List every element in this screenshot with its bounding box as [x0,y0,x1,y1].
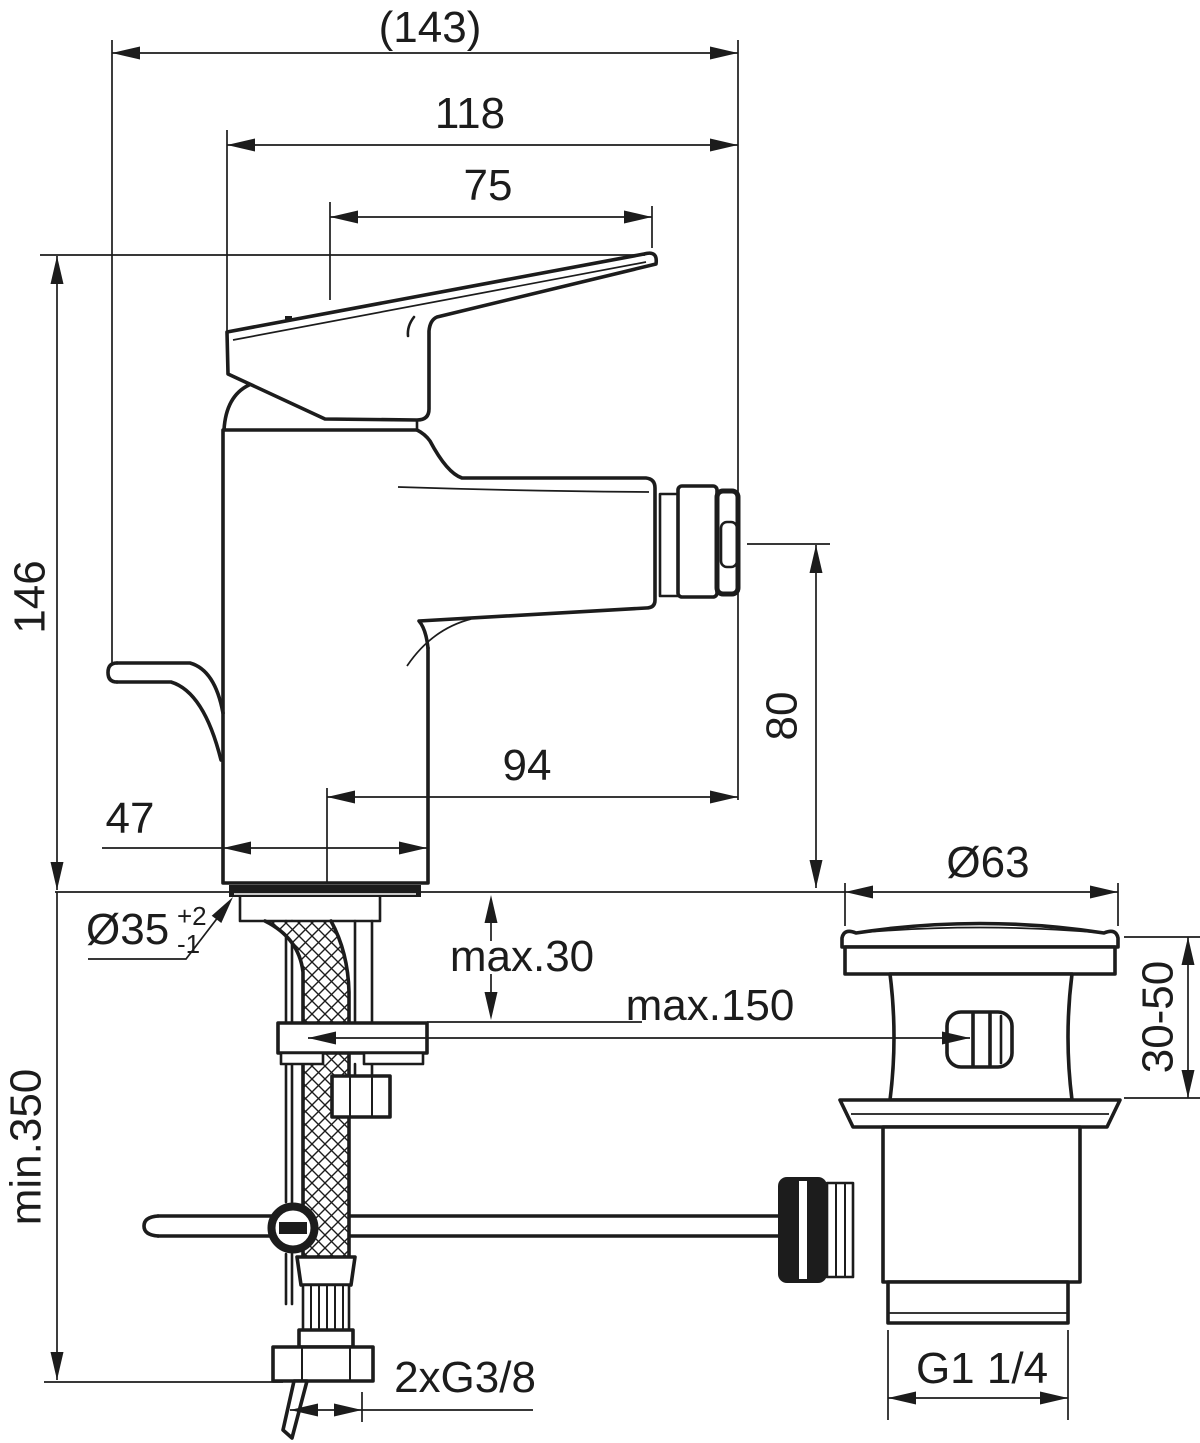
dim-spout-height-label: 80 [758,692,807,741]
dim-spout-reach: 94 [326,741,738,883]
pivot-screw [267,1202,319,1254]
hose-end-fitting [271,1255,375,1440]
dim-rod-reach-label: max.150 [626,981,795,1030]
mixer-handle [222,251,659,432]
dim-spout-height: 80 [747,543,830,888]
supply-hose-braided [263,919,351,1260]
drain-plug-cap [840,921,1120,976]
pop-up-knob-hook [106,661,225,762]
dim-handle-length: 75 [329,161,653,300]
hose-nut [271,1345,375,1383]
stud-hex-nut [330,1074,392,1119]
mounting-flange [276,1021,429,1066]
dim-plug-diameter: Ø63 [844,838,1119,926]
rod-ball-joint-housing [778,1177,855,1283]
bidet-mixer-view [106,251,741,923]
mixer-spout [397,428,657,667]
dim-spout-reach-label: 94 [503,741,552,790]
dim-handle-length-label: 75 [464,161,513,210]
temperature-indicator-dot [285,316,292,321]
dim-hole-tol-plus: +2 [177,901,207,931]
dim-supply-thread-label: 2xG3/8 [394,1353,536,1402]
dim-depth-to-spout-label: 118 [435,89,505,138]
dim-rod-reach: max.150 [308,981,970,1045]
drain-body [888,972,1074,1102]
dim-clamp-range: 30-50 [1124,936,1200,1099]
dim-total-height-label: 146 [6,560,55,633]
dim-total-height: 146 [6,254,645,890]
dim-supply-thread: 2xG3/8 [290,1353,536,1422]
dim-body-depth: 47 [102,794,427,855]
dim-hose-length: min.350 [2,892,283,1383]
dim-hose-length-label: min.350 [2,1069,51,1226]
dim-clamp-range-label: 30-50 [1134,961,1183,1074]
dim-hole-diameter: Ø35 +2 -1 [86,897,233,960]
drain-threaded-end [886,1280,1070,1325]
dim-body-depth-label: 47 [106,794,155,843]
dim-hole-tol-minus: -1 [177,929,200,959]
dim-waste-thread: G1 1/4 [887,1330,1069,1420]
drain-lower-flange [838,1098,1122,1129]
mounting-stud [353,919,374,1078]
spout-aerator [658,484,741,599]
pop-up-rod-horizontal [142,1214,798,1238]
dim-hole-diameter-label: Ø35 [86,905,169,954]
dim-overall-depth-label: (143) [379,3,482,52]
dimension-annotations: (143) 118 75 146 80 [2,3,1200,1422]
dim-depth-to-spout: 118 [226,89,738,332]
drain-cap-flange [843,945,1117,976]
mixer-body [221,428,430,897]
dim-plug-diameter-label: Ø63 [946,838,1029,887]
drain-tail-tube [881,1125,1082,1325]
dim-waste-thread-label: G1 1/4 [916,1344,1048,1393]
mounting-shank [238,895,382,923]
pop-up-drain-view [778,921,1122,1325]
dim-overall-depth: (143) [111,3,739,800]
dim-deck-thickness: max.30 [427,895,642,1023]
base-gasket [229,885,421,897]
dim-deck-thickness-label: max.30 [450,932,594,981]
